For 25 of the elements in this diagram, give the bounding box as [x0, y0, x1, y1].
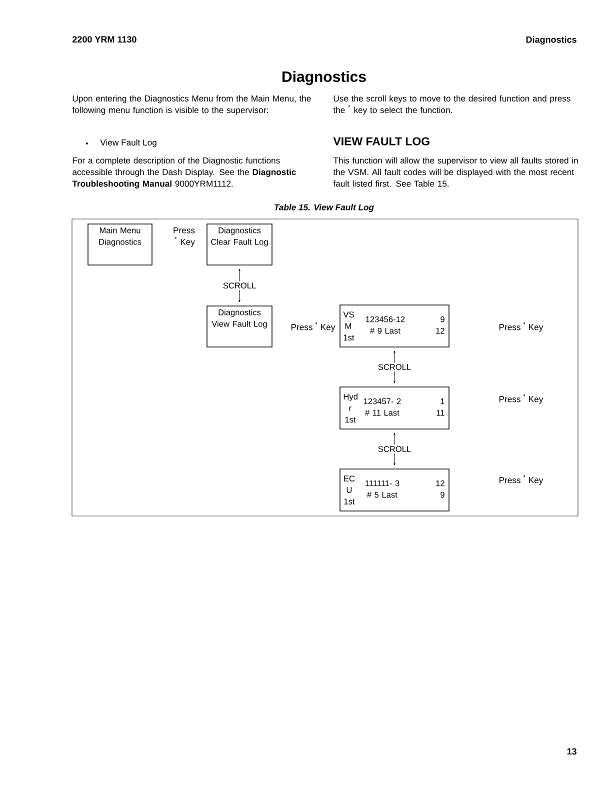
press-key-note: Press $^{*}$ Key [292, 322, 336, 332]
page-title: Diagnostics [282, 70, 366, 86]
table-caption: Table 15. View Fault Log [274, 204, 374, 212]
paragraph: Use the scroll keys to move to the desired function and press the $^{*}$ key to select the function. [333, 95, 570, 115]
bullet-item: View Fault Log [86, 139, 156, 148]
page-number: 13 [567, 748, 576, 755]
press-key-note: Press $^{*}$ Key [500, 475, 544, 485]
header-text: 2200 YRM 1130 [72, 36, 136, 43]
section-heading: VIEW FAULT LOG [333, 137, 430, 146]
menu-box: Diagnostics View Fault Log [206, 306, 272, 348]
display-box: EC U 1st 111111- 3 # 5 Last 12 9 [340, 468, 450, 512]
header-text: Diagnostics [526, 36, 576, 45]
display-box: VS M 1st 123456-12 # 9 Last 9 12 [340, 304, 450, 348]
paragraph: Upon entering the Diagnostics Menu from the Main Menu, the following menu function is visible to the supervisor: [72, 95, 311, 115]
press-key-note: Press $^{*}$ Key [500, 322, 544, 332]
press-key-note: Press $^{*}$ Key [500, 394, 544, 404]
edge-label: SCROLL [221, 281, 258, 290]
menu-box: Main Menu Diagnostics [88, 224, 152, 266]
paragraph: For a complete description of the Diagnostic functions accessible through the Dash Display. See the Diagnostic Troubleshooting Manual 9000YRM1112. [72, 157, 296, 188]
press-key-note: Press $^{*}$ Key [174, 227, 195, 247]
paragraph: This function will allow the supervisor to view all faults stored in the VSM. All fault codes will be displayed with the most recent fault listed first. See Table 15. [333, 157, 578, 187]
edge-label: SCROLL [376, 444, 413, 454]
edge-label: SCROLL [376, 362, 413, 372]
menu-box: Diagnostics Clear Fault Log [206, 224, 272, 266]
display-box: Hyd r 1st 123457- 2 # 11 Last 1 11 [340, 386, 450, 430]
